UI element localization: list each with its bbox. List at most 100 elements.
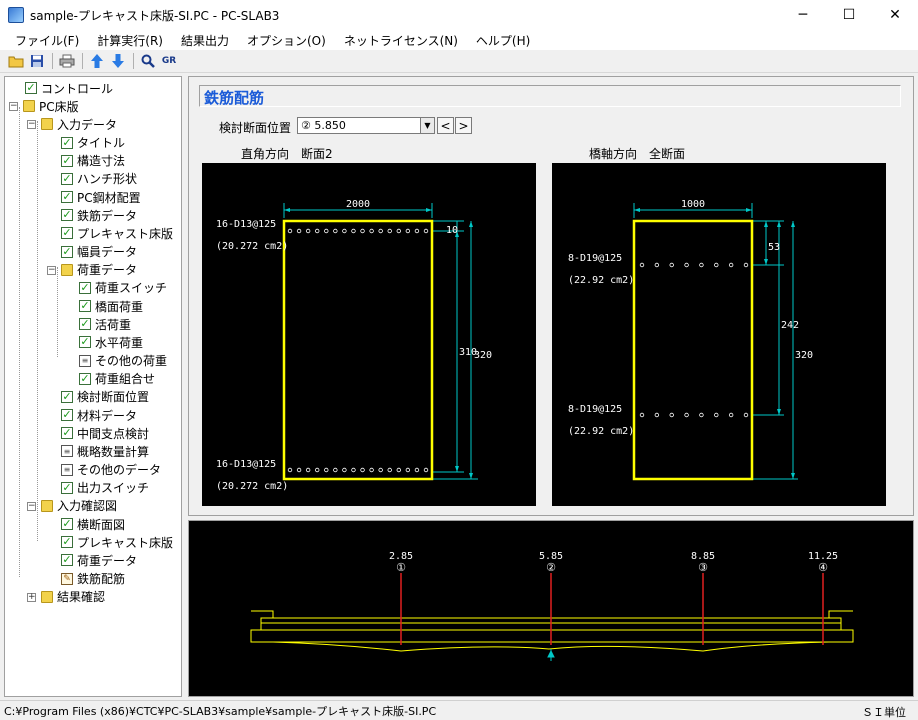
total-dimension: 320 [474, 350, 492, 361]
menu-netlicense[interactable]: ネットライセンス(N) [343, 33, 458, 48]
rebar-dot [405, 467, 411, 473]
position-label: 検討断面位置 [219, 121, 292, 135]
section-position: 5.85 [539, 551, 563, 562]
check-icon: ✓ [61, 426, 73, 440]
collapse-icon[interactable]: − [27, 500, 36, 511]
check-icon: ✓ [61, 226, 73, 240]
inner-dimension: 242 [781, 320, 799, 331]
collapse-icon[interactable]: − [47, 264, 56, 275]
check-icon: ✓ [61, 190, 73, 204]
inner-dimension: 310 [459, 347, 477, 358]
folder-icon [23, 100, 35, 113]
tree-item[interactable]: ✓横断面図 [61, 515, 125, 533]
total-dimension: 320 [795, 350, 813, 361]
rebar-dot [333, 228, 338, 234]
tree-item[interactable]: ✓プレキャスト床版 [61, 533, 173, 551]
section-number: ④ [818, 561, 828, 574]
minimize-button[interactable]: ─ [798, 7, 808, 23]
tree-item-label: プレキャスト床版 [77, 535, 174, 550]
tree-item-label: 材料データ [77, 408, 138, 423]
menu-help[interactable]: ヘルプ(H) [475, 33, 531, 48]
pen-icon: ✎ [61, 572, 73, 585]
expand-icon[interactable]: + [27, 591, 36, 602]
section-number: ③ [698, 561, 708, 574]
toolbar-separator [133, 53, 134, 69]
menu-run[interactable]: 計算実行(R) [97, 33, 163, 48]
collapse-icon[interactable]: − [27, 119, 36, 130]
rebar-dot [387, 467, 392, 473]
section-position: 8.85 [691, 551, 715, 562]
tree-item[interactable]: PC床版 [23, 97, 79, 115]
tree-item[interactable]: ✓荷重データ [61, 551, 137, 569]
tree-item-label: タイトル [77, 136, 126, 150]
tree-item[interactable]: ✓ タイトル [61, 134, 125, 152]
tree-item[interactable]: 荷重データ [61, 261, 137, 279]
bottom-rebar-label: 8-D19@125 [568, 404, 622, 415]
menu-file[interactable]: ファイル(F) [15, 33, 80, 48]
check-icon: ✓ [79, 280, 91, 294]
status-bar: C:¥Program Files (x86)¥CTC¥PC-SLAB3¥samp… [0, 700, 918, 720]
tree-item-label: 荷重データ [77, 553, 138, 568]
rebar-dot [654, 412, 660, 418]
rebar-dot [324, 228, 329, 234]
app-icon [8, 7, 24, 23]
main-panel: 鉄筋配筋 検討断面位置 ② 5.850 ▼ < > 直角方向 断面2 橋軸方向 … [188, 76, 914, 516]
gr-button[interactable]: GR [161, 56, 177, 66]
search-icon[interactable] [138, 51, 158, 71]
tree-item[interactable]: ≡その他の荷重 [79, 352, 167, 370]
tree-item[interactable]: ≡その他のデータ [61, 461, 161, 479]
open-icon[interactable] [6, 51, 26, 71]
tree-item[interactable]: ✓PC鋼材配置 [61, 188, 141, 206]
tree-item-label: 結果確認 [57, 590, 106, 605]
arrow-down-icon[interactable] [108, 51, 128, 71]
tree-item[interactable]: ✓水平荷重 [79, 333, 143, 351]
rebar-dot [699, 262, 704, 268]
tree-item-label: 荷重組合せ [95, 372, 156, 387]
chevron-down-icon[interactable]: ▼ [420, 118, 434, 133]
check-icon: ✓ [61, 244, 73, 258]
tree-item[interactable]: ✓荷重スイッチ [79, 279, 167, 297]
print-icon[interactable] [57, 51, 77, 71]
menu-output[interactable]: 結果出力 [180, 33, 229, 48]
arrow-up-icon[interactable] [87, 51, 107, 71]
tree-item[interactable]: ✓荷重組合せ [79, 370, 155, 388]
tree-item[interactable]: ✓出力スイッチ [61, 479, 149, 497]
tree-item-label: 出力スイッチ [77, 481, 150, 496]
tree-item[interactable]: 入力確認図 [41, 497, 117, 515]
close-button[interactable]: ✕ [889, 7, 901, 23]
rebar-dot [414, 228, 420, 234]
tree-item[interactable]: ✓活荷重 [79, 315, 131, 333]
tree-item[interactable]: ✓コントロール [25, 79, 113, 97]
check-icon: ✓ [61, 135, 73, 149]
tree-item[interactable]: ✓中間支点検討 [61, 424, 149, 442]
tree-item[interactable]: ✓構造寸法 [61, 152, 125, 170]
rebar-dot [728, 262, 734, 268]
tree-item[interactable]: ✓鉄筋データ [61, 206, 137, 224]
next-button[interactable]: > [455, 117, 472, 134]
position-select[interactable]: ② 5.850 ▼ [297, 117, 435, 134]
tree-item[interactable]: ✓幅員データ [61, 243, 137, 261]
menu-options[interactable]: オプション(O) [247, 33, 326, 48]
prev-button[interactable]: < [437, 117, 454, 134]
left-diagram-title: 直角方向 断面2 [241, 147, 333, 161]
rebar-dot [296, 467, 302, 473]
tree-item[interactable]: ✓材料データ [61, 406, 137, 424]
cover-dimension: 53 [768, 242, 780, 253]
tree-item[interactable]: ✓検討断面位置 [61, 388, 149, 406]
tree-item[interactable]: ✓ハンチ形状 [61, 170, 137, 188]
tree-item[interactable]: ✓橋面荷重 [79, 297, 143, 315]
rebar-dot [342, 228, 347, 234]
maximize-button[interactable]: ☐ [842, 7, 856, 23]
tree-item[interactable]: 入力データ [41, 115, 117, 133]
tree-item[interactable]: ✎鉄筋配筋 [61, 570, 125, 588]
rebar-dot [314, 228, 320, 234]
save-icon[interactable] [27, 51, 47, 71]
collapse-icon[interactable]: − [9, 101, 18, 112]
tree-item[interactable]: 結果確認 [41, 588, 105, 606]
tree-item[interactable]: ≡概略数量計算 [61, 442, 149, 460]
tree-item[interactable]: ✓プレキャスト床版 [61, 224, 173, 242]
doc-icon: ≡ [61, 445, 73, 458]
section-number: ② [546, 561, 556, 574]
